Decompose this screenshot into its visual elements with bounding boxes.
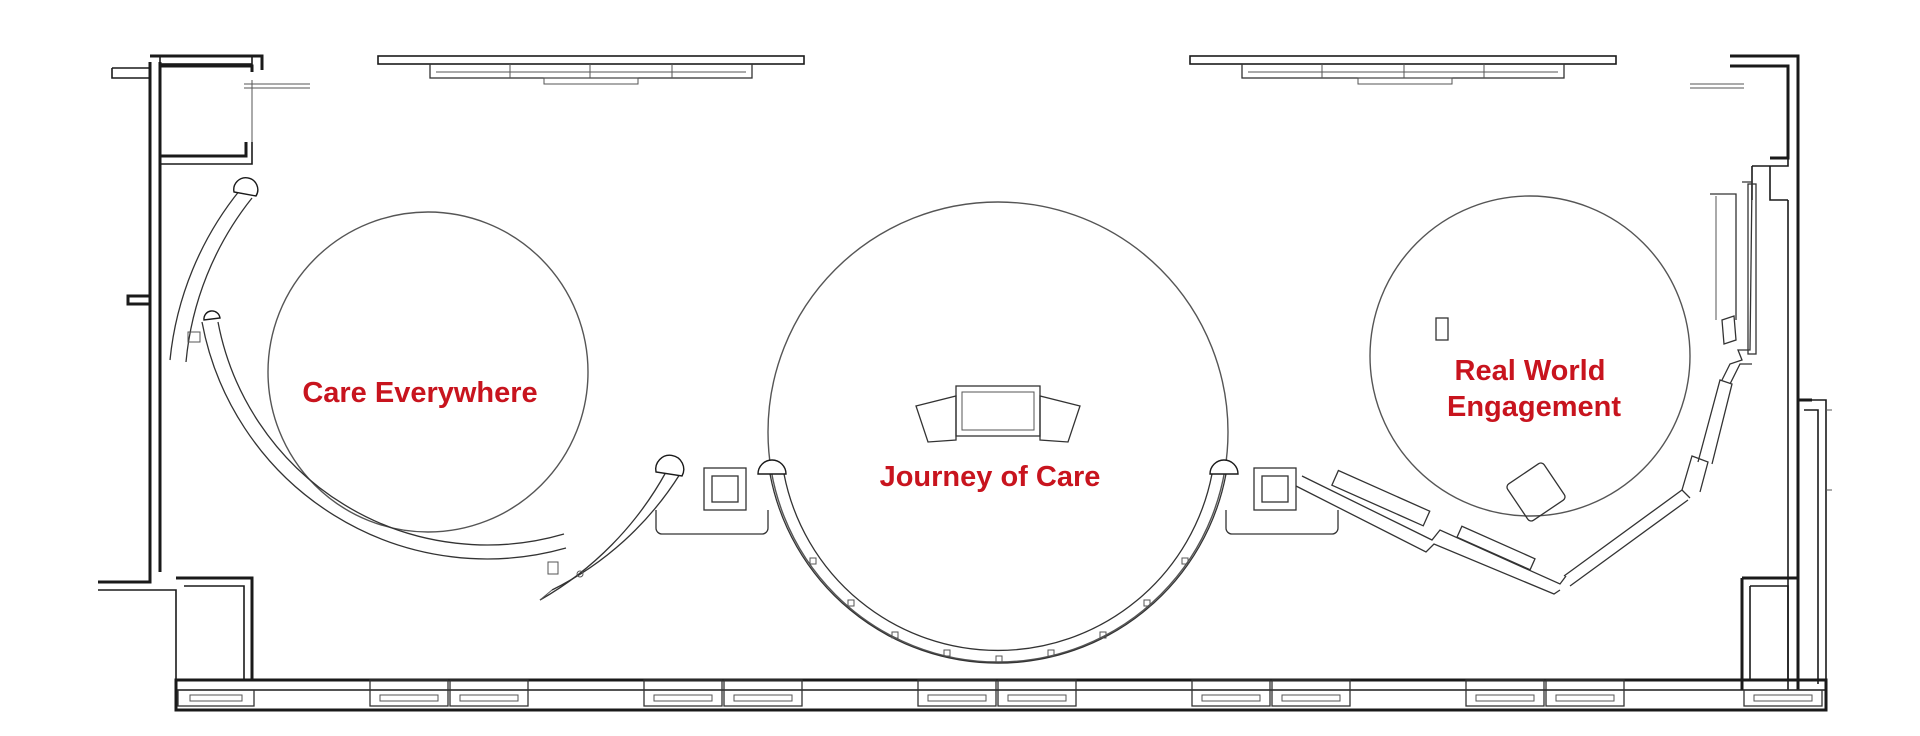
zone-label-care-everywhere: Care Everywhere — [302, 377, 537, 409]
left-kiosk — [655, 467, 769, 535]
real-world-engagement-zone — [1369, 195, 1691, 517]
care-everywhere-walls — [169, 177, 685, 601]
real-world-engagement-walls — [1295, 181, 1757, 595]
right-kiosk — [1225, 467, 1339, 535]
journey-of-care-wall — [757, 385, 1239, 664]
zone-label-journey-of-care: Journey of Care — [880, 461, 1101, 493]
bottom-windows — [177, 679, 1823, 707]
journey-of-care-zone — [767, 201, 1229, 663]
top-soffits — [377, 55, 1617, 85]
zone-label-real-world-engagement: Real World Engagement — [1447, 355, 1621, 423]
care-everywhere-zone — [267, 211, 589, 533]
